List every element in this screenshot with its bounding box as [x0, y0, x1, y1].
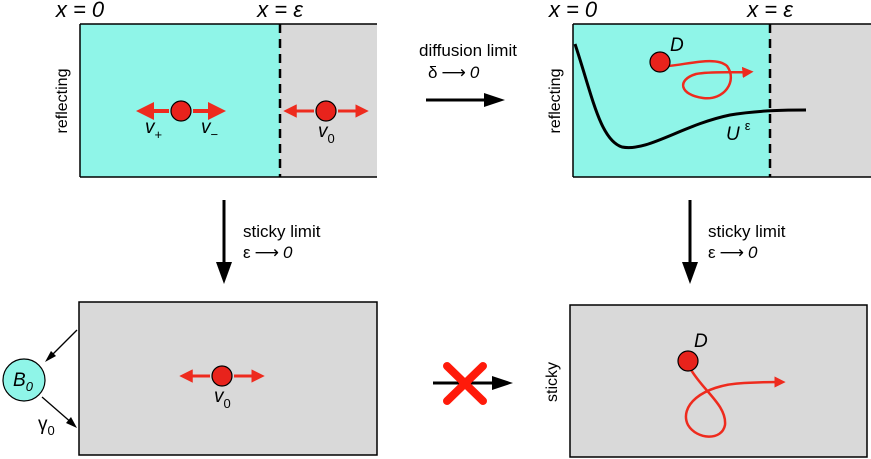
- diffusion-path: [667, 59, 754, 100]
- arrow-head: [484, 93, 505, 107]
- x-epsilon-label: x = ε: [746, 0, 793, 22]
- arrow-head: [682, 262, 698, 284]
- enter-arrow-head: [45, 351, 56, 362]
- sticky-limit-label: sticky limit: [708, 222, 786, 241]
- exit-arrow: [41, 396, 74, 425]
- no-limit-arrow: [433, 362, 513, 405]
- diffusion-label: D: [694, 331, 708, 352]
- x-mark-icon: [443, 362, 487, 405]
- sticky-limit-formula: ε⟶0: [243, 243, 293, 262]
- diffusion-limit-label: diffusion limit: [419, 41, 517, 60]
- boundary-state-node: [2, 358, 46, 402]
- v0-label: v0: [214, 386, 231, 411]
- sticky-limit-label: sticky limit: [243, 222, 321, 241]
- particle: [677, 350, 699, 372]
- diffusion-label: D: [670, 35, 684, 56]
- boundary-state-label: B0: [13, 370, 34, 394]
- reflecting-label: reflecting: [54, 69, 71, 134]
- sticky-limit-arrow-right: sticky limit ε⟶0: [682, 200, 786, 284]
- gray-region: [280, 24, 377, 177]
- panel-bottom-left: v0 B0 γ0: [2, 301, 378, 456]
- x-zero-label: x = 0: [55, 0, 105, 22]
- panel-top-left: x = 0 x = ε reflecting v+ v− v0: [54, 0, 377, 178]
- gray-region: [770, 24, 871, 177]
- diffusion-path: [684, 367, 786, 438]
- potential-curve: [573, 43, 807, 150]
- rate-label: γ0: [38, 414, 55, 438]
- panel-bottom-right: sticky D: [544, 304, 868, 458]
- reflecting-label: reflecting: [547, 69, 564, 134]
- gray-region: [78, 301, 378, 456]
- particle: [170, 100, 192, 122]
- sticky-limit-formula: ε⟶0: [708, 243, 758, 262]
- sticky-label: sticky: [544, 362, 561, 402]
- particle: [211, 365, 233, 387]
- v-plus-label: v+: [145, 117, 162, 142]
- sticky-limit-arrow-left: sticky limit ε⟶0: [216, 200, 321, 284]
- enter-arrow: [48, 329, 78, 359]
- particle: [649, 51, 671, 73]
- gray-region: [569, 304, 868, 458]
- x-epsilon-label: x = ε: [256, 0, 303, 22]
- v-minus-label: v−: [201, 117, 218, 142]
- cyan-region: [573, 24, 770, 177]
- arrow-head: [492, 376, 513, 390]
- exit-arrow-head: [66, 417, 77, 428]
- diffusion-limit-formula: δ⟶0: [428, 63, 480, 82]
- diffusion-limit-arrow: diffusion limit δ⟶0: [419, 41, 517, 107]
- v0-label: v0: [318, 121, 335, 146]
- particle-gray: [315, 100, 337, 122]
- arrow-head: [216, 262, 232, 284]
- x-zero-label: x = 0: [548, 0, 598, 22]
